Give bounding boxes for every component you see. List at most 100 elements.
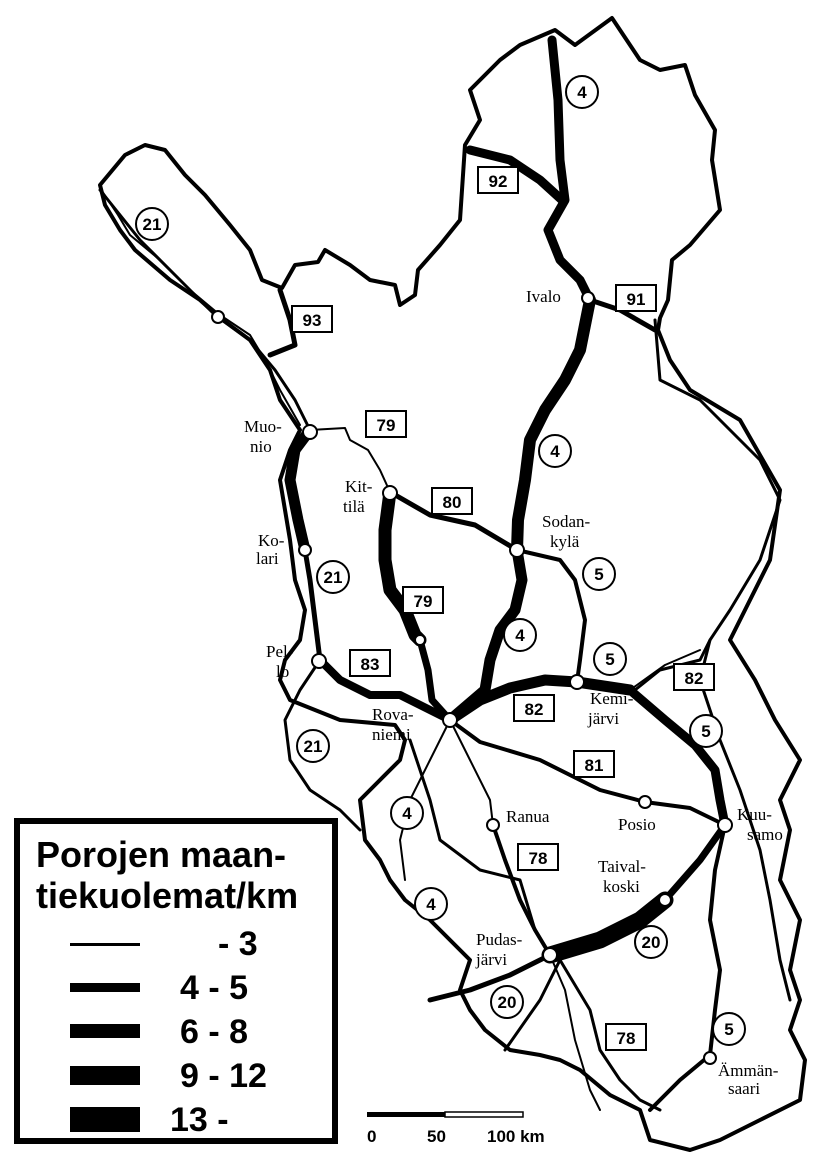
inner-border-east [633, 318, 782, 692]
road-21-pello-south [283, 658, 362, 832]
badge-20-west [490, 985, 524, 1019]
towns: Ivalo Muo- nio Kit- tilä Sodan- kylä Ko-… [211, 287, 783, 1098]
legend-row-5: 13 - [70, 1100, 340, 1140]
town-kemijarvi-marker [569, 674, 585, 690]
badge-82-east-text: 82 [685, 669, 704, 688]
road-4-north [543, 35, 595, 305]
town-muonio-label-2: nio [250, 437, 272, 456]
town-kemijarvi-label-1: Kemi- [590, 689, 634, 708]
badge-83 [349, 649, 391, 677]
badge-4-mid-text: 4 [550, 442, 560, 461]
town-posio-marker [638, 795, 652, 809]
legend-title-line-2: tiekuolemat/km [36, 875, 299, 916]
badge-20-east [634, 925, 668, 959]
town-posio-label: Posio [618, 815, 656, 834]
road-4-sodankyla-rovaniemi [444, 544, 528, 726]
town-ammansaari-label-2: saari [728, 1079, 760, 1098]
badge-92-text: 92 [489, 172, 508, 191]
town-kuusamo-marker [717, 817, 733, 833]
badge-79-top [365, 410, 407, 438]
badge-21-sw [296, 729, 330, 763]
badge-79-mid [402, 586, 444, 614]
legend-label-1: - 3 [218, 925, 258, 963]
scale-bar: 0 50 100 km [367, 1111, 545, 1146]
town-kolari-label-1: Ko- [258, 531, 285, 550]
legend-label-5: 13 - [170, 1101, 229, 1139]
town-muonio-marker [302, 424, 318, 440]
badge-4-sw-text: 4 [402, 804, 412, 823]
badge-78-bottom-text: 78 [617, 1029, 636, 1048]
town-pello-marker [311, 653, 327, 669]
legend-line-3 [70, 1024, 140, 1038]
road-20-taivalkoski-kuusamo [661, 821, 729, 904]
road-78-south [549, 954, 601, 1111]
town-pello-label-1: Pel- [266, 642, 294, 661]
town-taivalkoski-marker [658, 893, 672, 907]
river-border [99, 187, 301, 426]
legend-line-1 [70, 943, 140, 946]
scale-segment-filled [367, 1112, 445, 1117]
town-enontekio-marker [211, 310, 225, 324]
road-21-kolari-pello [302, 547, 323, 663]
badge-81 [573, 750, 615, 778]
badge-79-top-text: 79 [377, 416, 396, 435]
town-kittila-label-2: tilä [343, 497, 365, 516]
legend-label-3: 6 - 8 [180, 1013, 249, 1051]
town-kuusamo-label-2: samo [747, 825, 783, 844]
town-small-marker [414, 634, 426, 646]
badge-81-text: 81 [585, 756, 604, 775]
province-border [98, 16, 807, 1152]
badge-21-nw-text: 21 [143, 215, 162, 234]
town-rovaniemi-label-1: Rova- [372, 705, 414, 724]
road-78-rovaniemi-ranua [449, 719, 494, 826]
badge-83-text: 83 [361, 655, 380, 674]
town-pudasjarvi-label-1: Pudas- [476, 930, 523, 949]
badge-91-text: 91 [627, 290, 646, 309]
badge-4-north-text: 4 [577, 83, 587, 102]
badge-80 [431, 487, 473, 515]
town-taivalkoski-label-1: Taival- [598, 857, 646, 876]
road-5-sodankyla-kemijarvi [515, 548, 587, 684]
legend-title-line-1: Porojen maan- [36, 834, 287, 875]
badge-78-top-text: 78 [529, 849, 548, 868]
legend-title: Porojen maan- tiekuolemat/km [36, 834, 298, 916]
badge-5-b [593, 642, 627, 676]
town-ranua-marker [486, 818, 500, 832]
town-muonio-label-1: Muo- [244, 417, 282, 436]
town-rovaniemi-marker [442, 712, 458, 728]
legend-row-4: 9 - 12 [70, 1056, 340, 1096]
road-20-pudasjarvi-west [427, 952, 553, 1003]
legend-row-2: 4 - 5 [70, 968, 340, 1008]
town-ranua-label: Ranua [506, 807, 550, 826]
badge-4-west-text: 4 [426, 895, 436, 914]
legend: Porojen maan- tiekuolemat/km - 3 4 - 5 6… [14, 818, 338, 1144]
road-80 [387, 489, 520, 553]
road-79-kittila-rovaniemi [378, 485, 427, 647]
road-82-east [629, 649, 701, 691]
scale-tick-0: 0 [367, 1127, 376, 1146]
road-79-lower [416, 636, 454, 724]
badge-21-nw [135, 207, 169, 241]
scale-tick-50: 50 [427, 1127, 446, 1146]
badge-20-east-text: 20 [642, 933, 661, 952]
badge-78-top [517, 843, 559, 871]
town-kolari-marker [298, 543, 312, 557]
town-ivalo-marker [581, 291, 595, 305]
badge-5-c-text: 5 [701, 722, 710, 741]
town-ammansaari-label-1: Ämmän- [718, 1061, 779, 1080]
badge-5-b-text: 5 [605, 650, 614, 669]
badge-5-a [582, 557, 616, 591]
road-81 [448, 718, 727, 827]
badge-21-sw-text: 21 [304, 737, 323, 756]
scale-segment-empty [444, 1111, 524, 1118]
town-ivalo-label: Ivalo [526, 287, 561, 306]
road-79-top [309, 427, 391, 493]
town-kittila-marker [382, 485, 398, 501]
badge-5-c [689, 714, 723, 748]
town-sodankyla-marker [509, 542, 525, 558]
inner-border-south [503, 958, 662, 1112]
town-ammansaari-marker [703, 1051, 717, 1065]
badge-20-west-text: 20 [498, 993, 517, 1012]
badge-82-center-text: 82 [525, 700, 544, 719]
legend-label-2: 4 - 5 [180, 969, 249, 1007]
